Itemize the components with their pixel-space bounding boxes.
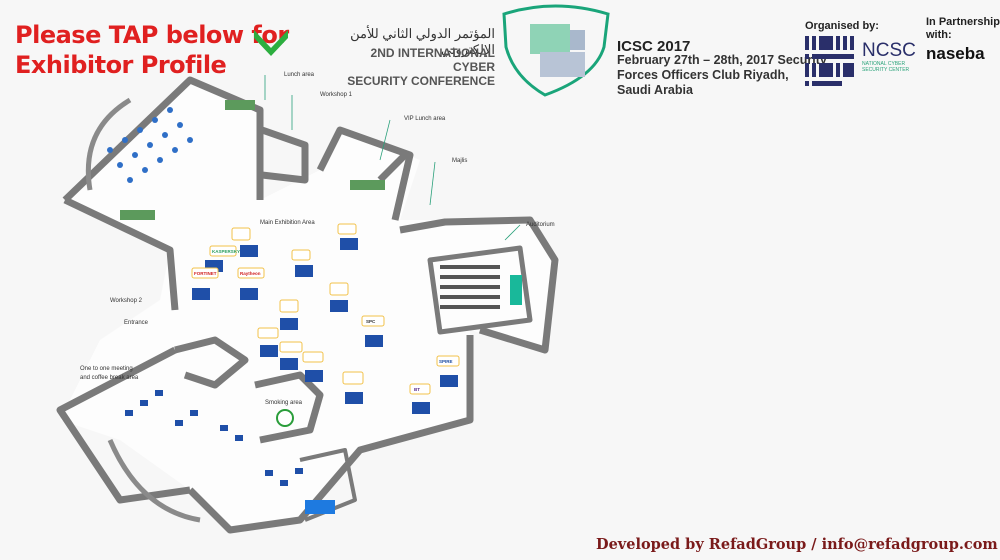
booth[interactable]: [337, 223, 358, 250]
auditorium-seats: [440, 265, 500, 309]
developer-credit: Developed by RefadGroup / info@refadgrou…: [596, 536, 998, 553]
arabic-title: المؤتمر الدولي الثاني للأمن الإلكتروني: [350, 26, 495, 57]
booth-label: SPIRE: [439, 359, 453, 364]
event-venue: Forces Officers Club Riyadh,: [617, 68, 789, 82]
ncsc-name: NCSC: [862, 40, 916, 61]
booth-fortinet[interactable]: FORTINET: [191, 267, 219, 300]
label-majlis: Majlis: [452, 158, 467, 164]
event-details: February 27th – 28th, 2017 Security Forc…: [617, 53, 827, 98]
walls: [56, 76, 559, 534]
label-meeting-line-2: and coffee break area: [80, 375, 139, 381]
tap-line-2: Exhibitor Profile: [15, 51, 227, 79]
curved-wall: [85, 97, 132, 191]
booth-label: KASPERSKY: [212, 249, 240, 254]
label-smoking-area: Smoking area: [265, 400, 303, 406]
booth-label: BT: [414, 387, 420, 392]
booth[interactable]: [279, 341, 303, 370]
label-entrance: Entrance: [124, 320, 149, 326]
booth[interactable]: [279, 299, 299, 330]
booth-label: Raytheon: [240, 271, 261, 276]
booth-label: FORTINET: [194, 271, 217, 276]
icsc-title: ICSC 2017: [617, 38, 691, 55]
ncsc-sub-2: SECURITY CENTER: [862, 67, 910, 73]
label-lunch-area: Lunch area: [284, 72, 315, 78]
floor-area: [60, 80, 560, 530]
curved-wall: [107, 439, 201, 523]
partnership-line-2: with:: [926, 29, 952, 41]
lunch-tables: [107, 107, 193, 183]
icsc-shield-logo: [502, 4, 610, 97]
booth-spc[interactable]: SPC: [361, 315, 385, 347]
booth-kaspersky[interactable]: KASPERSKY: [205, 245, 240, 272]
conference-title-line-2: SECURITY CONFERENCE: [347, 74, 495, 88]
naseba-logo: naseba: [926, 44, 985, 63]
auditorium-stage: [510, 275, 522, 305]
tap-line-1: Please TAP below for: [15, 21, 289, 49]
event-dates: February 27th – 28th, 2017 Security: [617, 53, 827, 67]
booth[interactable]: [257, 327, 279, 357]
booth-label: SPC: [366, 319, 376, 324]
conference-title-line-1: 2ND INTERNATIONAL CYBER: [370, 46, 495, 74]
smoking-icon: [276, 409, 294, 427]
partnership-line-1: In Partnership: [926, 16, 1000, 28]
booth-raytheon[interactable]: Raytheon: [237, 267, 265, 300]
tap-instruction: Please TAP below for Exhibitor Profile: [15, 20, 289, 80]
chevron-down-icon: [254, 30, 288, 56]
booth[interactable]: [342, 371, 364, 404]
booth-bt[interactable]: BT: [409, 383, 431, 414]
ncsc-sub-1: NATIONAL CYBER: [862, 61, 906, 67]
label-meeting-line-1: One to one meeting: [80, 366, 133, 372]
label-auditorium: Auditorium: [526, 222, 555, 228]
booth-spire[interactable]: SPIRE: [436, 355, 460, 387]
label-main-exhibition: Main Exhibition Area: [260, 220, 315, 226]
ncsc-logo-mark: [805, 36, 854, 86]
label-workshop-1: Workshop 1: [320, 92, 353, 98]
meeting-tables: [125, 390, 303, 486]
event-country: Saudi Arabia: [617, 83, 693, 97]
booth[interactable]: [302, 351, 324, 382]
label-vip-lunch-area: VIP Lunch area: [404, 116, 446, 122]
workshop-screen: [305, 500, 335, 514]
organised-by-label: Organised by:: [805, 20, 879, 32]
booth[interactable]: [291, 249, 313, 277]
conference-title: 2ND INTERNATIONAL CYBER SECURITY CONFERE…: [330, 46, 495, 88]
label-leaders: [264, 75, 521, 241]
label-workshop-2: Workshop 2: [110, 298, 143, 304]
booth[interactable]: [231, 227, 258, 257]
booth[interactable]: [329, 282, 349, 312]
buffet-tables: [120, 100, 385, 220]
